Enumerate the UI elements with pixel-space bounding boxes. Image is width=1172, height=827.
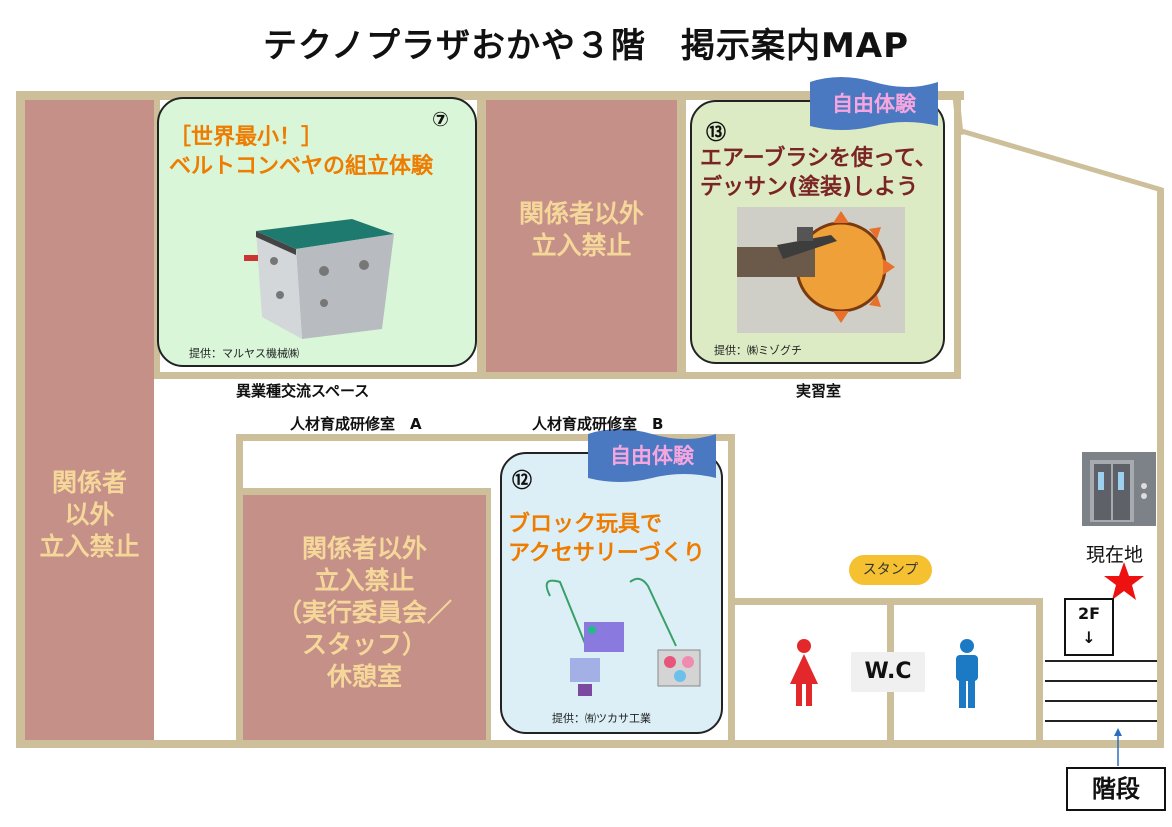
star-icon xyxy=(1104,562,1144,600)
floor-sign-arrow: ↓ xyxy=(1082,628,1096,647)
page-title: テクノプラザおかや３階 掲示案内MAP xyxy=(262,26,910,66)
booth-12-number: ⑫ xyxy=(512,468,532,492)
restricted-center-top-line-1: 関係者以外 xyxy=(518,199,644,228)
outer-wall-right xyxy=(1157,188,1164,748)
booth-13-number: ⑬ xyxy=(706,120,726,144)
booth-12-title-line-2: アクセサリーづくり xyxy=(508,541,705,566)
wall-segment xyxy=(677,100,686,377)
floor-sign: 2F ↓ xyxy=(1064,598,1114,656)
stairs-sign: 階段 xyxy=(1066,767,1166,811)
wall-segment xyxy=(236,434,243,740)
booth-7-credit: 提供：マルヤス機械㈱ xyxy=(189,347,299,360)
restricted-left-line-3: 立入禁止 xyxy=(39,532,140,561)
wall-segment xyxy=(236,488,488,495)
wall-segment xyxy=(486,488,491,740)
elevator-icon xyxy=(1082,452,1156,526)
belt-conveyor-photo xyxy=(244,219,394,339)
wall-segment xyxy=(954,94,961,379)
wall-segment xyxy=(728,434,735,740)
restricted-center-bottom-line-1: 関係者以外 xyxy=(301,534,427,563)
training-room-a-label: 人材育成研修室 A xyxy=(290,415,422,433)
booth-12[interactable]: ⑫ ブロック玩具で アクセサリーづくり 提供：㈲ツカサ工業 xyxy=(500,452,723,734)
current-location-label: 現在地 xyxy=(1086,544,1144,566)
wall-segment xyxy=(154,372,960,379)
wall-segment xyxy=(728,598,1041,605)
female-restroom-icon xyxy=(790,639,818,706)
wall-segment xyxy=(477,100,486,377)
block-accessory-photo xyxy=(545,577,701,696)
wall-segment xyxy=(1036,598,1043,743)
outer-wall-bottom xyxy=(16,740,1163,748)
booth-7-title-line-2: ベルトコンベヤの組立体験 xyxy=(169,154,434,179)
booth-12-title-line-1: ブロック玩具で xyxy=(508,512,663,537)
outer-wall-left xyxy=(16,91,25,747)
restricted-center-top-line-2: 立入禁止 xyxy=(531,231,632,260)
outer-wall-diagonal xyxy=(952,95,1163,193)
booth-12-free-badge: 自由体験 xyxy=(610,444,694,468)
stamp-marker: スタンプ xyxy=(849,555,932,585)
booth-13-free-badge: 自由体験 xyxy=(832,92,916,116)
booth-13-title-line-2: デッサン(塗装)しよう xyxy=(700,175,919,200)
restricted-center-bottom-line-4: スタッフ） xyxy=(301,630,427,659)
outer-wall-top xyxy=(16,91,964,100)
booth-13[interactable]: ⑬ エアーブラシを使って、 デッサン(塗装)しよう 提供：㈱ミゾグチ xyxy=(690,100,945,364)
arrow-up-icon xyxy=(1114,728,1122,766)
floor-sign-label: 2F xyxy=(1077,604,1101,623)
restricted-room-left: 関係者 以外 立入禁止 xyxy=(25,100,154,740)
restricted-center-bottom-line-5: 休憩室 xyxy=(326,662,402,691)
wc-sign: W.C xyxy=(851,652,925,692)
flag-shape xyxy=(588,429,716,482)
wall-segment xyxy=(236,434,733,441)
practice-room-label: 実習室 xyxy=(796,382,842,400)
restricted-center-bottom-line-3: （実行委員会／ xyxy=(276,598,452,627)
restricted-center-bottom-line-2: 立入禁止 xyxy=(314,566,415,595)
booth-7[interactable]: ⑦ ［世界最小！］ ベルトコンベヤの組立体験 提供：マルヤス機械㈱ xyxy=(157,97,477,367)
male-restroom-icon xyxy=(956,639,978,708)
restricted-left-line-2: 以外 xyxy=(64,500,115,529)
airbrush-photo xyxy=(737,207,905,333)
training-room-b-label: 人材育成研修室 B xyxy=(532,415,664,433)
restricted-room-center-bottom: 関係者以外 立入禁止 （実行委員会／ スタッフ） 休憩室 xyxy=(243,495,486,740)
booth-13-title-line-1: エアーブラシを使って、 xyxy=(700,146,937,171)
restricted-room-center-top: 関係者以外 立入禁止 xyxy=(486,100,677,372)
booth-12-credit: 提供：㈲ツカサ工業 xyxy=(552,712,651,725)
booth-7-number: ⑦ xyxy=(432,107,449,131)
flag-shape xyxy=(810,77,938,130)
booth-7-title-line-1: ［世界最小！］ xyxy=(169,125,324,150)
exchange-space-label: 異業種交流スペース xyxy=(236,382,370,400)
restricted-left-line-1: 関係者 xyxy=(51,468,127,497)
booth-13-credit: 提供：㈱ミゾグチ xyxy=(714,344,802,357)
stair-lines xyxy=(1045,660,1157,738)
